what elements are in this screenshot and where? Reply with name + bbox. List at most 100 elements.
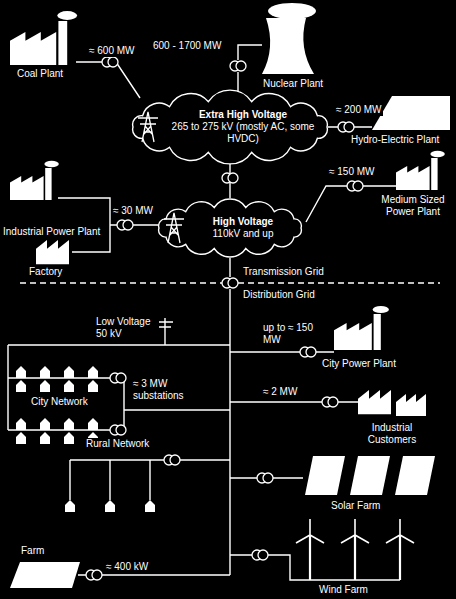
- label-text: ≈ 150 MW: [328, 166, 376, 178]
- label-text: Wind Farm: [318, 584, 369, 596]
- cloud-body: 265 to 275 kV (mostly AC, some HVDC): [170, 121, 316, 145]
- label-text: Nuclear Plant: [262, 78, 324, 90]
- industrial-wire: [58, 198, 160, 252]
- house: [88, 380, 98, 392]
- customer-wire: [230, 401, 358, 402]
- transformer: [86, 570, 102, 580]
- label-text: Industrial Power Plant: [2, 226, 101, 238]
- solar-panel: [350, 456, 390, 495]
- turbine-blades: [296, 519, 414, 543]
- house: [65, 500, 75, 512]
- transformer: [338, 122, 354, 132]
- transformer: [222, 173, 238, 183]
- label-text: up to ≈ 150 MW: [262, 322, 319, 346]
- city-plant-wire: [230, 351, 334, 352]
- house: [16, 380, 26, 392]
- voltage-cloud: High Voltage110kV and up: [150, 198, 310, 258]
- house: [64, 418, 74, 430]
- label-text: Factory: [28, 266, 63, 278]
- pylon-symbol: [164, 213, 184, 243]
- rural-wire: [70, 460, 230, 500]
- cloud-shape: [159, 199, 302, 257]
- rural-houses: [65, 500, 155, 512]
- industrial-plant-icon: [10, 161, 59, 200]
- turbine-tower: [310, 535, 400, 580]
- cloud-heading: High Voltage: [196, 216, 290, 228]
- label-text: 600 - 1700 MW: [152, 40, 222, 52]
- solar-panel: [395, 456, 435, 495]
- voltage-cloud: Extra High Voltage265 to 275 kV (mostly …: [124, 92, 336, 162]
- dam-icon: [372, 96, 450, 130]
- label-text: Farm: [20, 545, 45, 557]
- house: [145, 500, 155, 512]
- house: [88, 418, 98, 430]
- city-houses: [16, 366, 98, 444]
- label-text: ≈ 30 MW: [112, 205, 154, 217]
- cloud-body: 110kV and up: [196, 228, 290, 240]
- label-text: ≈ 2 MW: [262, 386, 298, 398]
- transformer: [347, 181, 363, 191]
- house: [105, 500, 115, 512]
- house: [64, 380, 74, 392]
- cooling-tower: [262, 18, 314, 74]
- label-text: City Network: [30, 396, 89, 408]
- transformer: [322, 397, 338, 407]
- house: [16, 432, 26, 444]
- wind-turbines: [296, 519, 414, 580]
- transformer: [257, 473, 273, 483]
- house: [16, 418, 26, 430]
- medium-plant-icon: [396, 151, 445, 190]
- factory-icon: [36, 240, 69, 264]
- cloud-text: Extra High Voltage265 to 275 kV (mostly …: [170, 109, 316, 145]
- label-text: ≈ 3 MW substations: [132, 378, 204, 402]
- label-text: ≈ 600 MW: [88, 45, 136, 57]
- house: [64, 432, 74, 444]
- transformer: [230, 61, 246, 71]
- bus-wire: [229, 258, 230, 575]
- nuclear-plant-icon: [262, 3, 316, 74]
- transformer: [222, 278, 238, 288]
- cloud-heading: Extra High Voltage: [170, 109, 316, 121]
- house: [64, 366, 74, 378]
- cloud-text: High Voltage110kV and up: [196, 216, 290, 240]
- pole-symbol: [157, 318, 173, 345]
- label-text: Medium Sized Power Plant: [374, 194, 452, 218]
- solar-panels: [305, 456, 435, 495]
- transformer: [164, 455, 180, 465]
- transformer: [110, 425, 126, 435]
- house: [40, 432, 50, 444]
- city-plant-icon: [334, 306, 389, 350]
- transformer: [117, 220, 133, 230]
- customer-factory: [396, 394, 426, 416]
- transformer: [252, 550, 268, 560]
- label-text: ≈ 200 MW: [335, 104, 383, 116]
- house: [40, 380, 50, 392]
- label-text: Rural Network: [85, 438, 150, 450]
- transformer: [110, 373, 126, 383]
- label-text: Distribution Grid: [242, 289, 316, 301]
- house: [88, 366, 98, 378]
- house: [40, 418, 50, 430]
- cloud-shape: [133, 90, 328, 164]
- steam: [268, 3, 316, 19]
- farm-field: [10, 562, 80, 588]
- label-text: Low Voltage 50 kV: [95, 316, 159, 340]
- transformers: [86, 57, 363, 580]
- pylon-symbol: [138, 112, 158, 142]
- label-text: ≈ 400 kW: [105, 561, 149, 573]
- label-text: City Power Plant: [318, 358, 400, 370]
- label-text: Transmission Grid: [242, 266, 325, 278]
- house: [16, 366, 26, 378]
- house: [40, 366, 50, 378]
- label-text: Coal Plant: [16, 68, 64, 80]
- label-text: Solar Farm: [330, 500, 381, 512]
- transformer: [300, 347, 316, 357]
- customer-factory: [358, 390, 391, 414]
- coal-plant-icon: [10, 11, 77, 65]
- transformer: [102, 57, 118, 67]
- solar-panel: [305, 456, 345, 495]
- city-wire: [8, 345, 230, 430]
- label-text: Industrial Customers: [350, 422, 434, 446]
- label-text: Hydro-Electric Plant: [350, 134, 440, 146]
